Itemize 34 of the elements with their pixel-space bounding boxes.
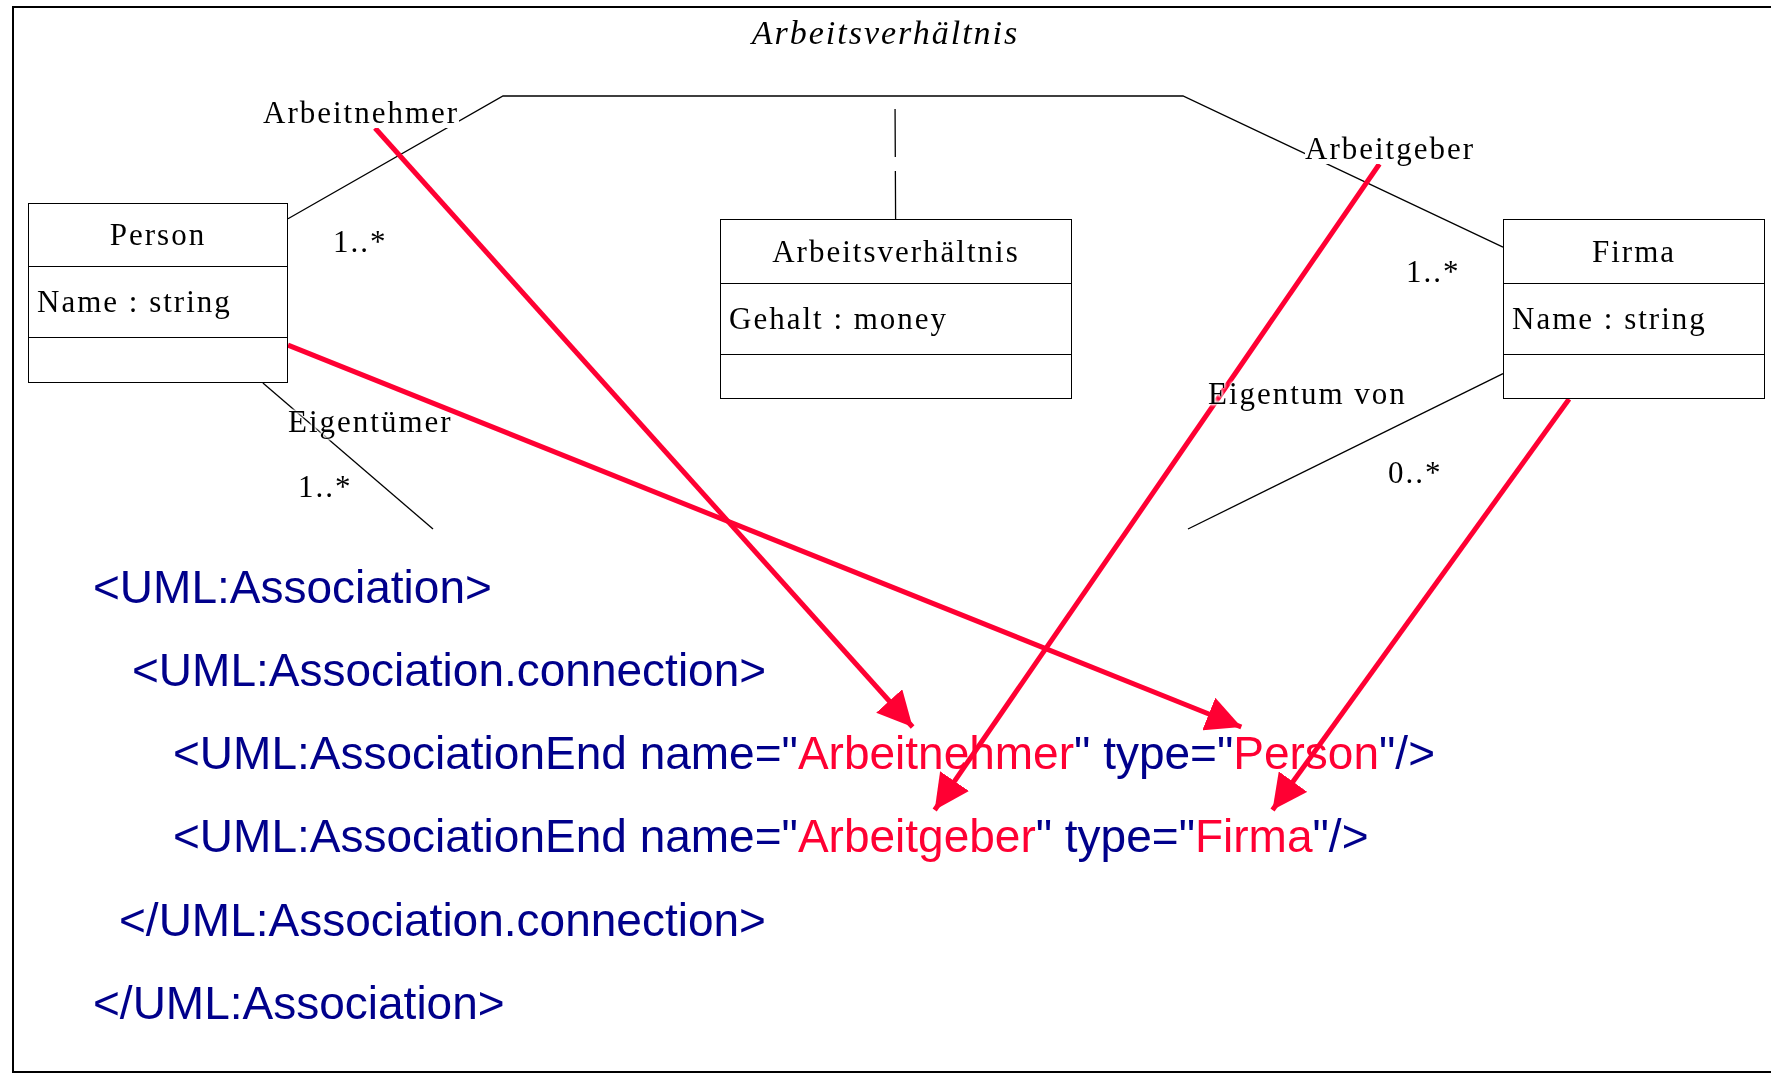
diagram-title: Arbeitsverhältnis (749, 14, 1021, 52)
multiplicity-label: 1..* (298, 471, 353, 502)
class-name: Arbeitsverhältnis (772, 233, 1020, 270)
arrow (287, 342, 1243, 731)
code-text: <UML:AssociationEnd name=" (173, 810, 798, 862)
arrow (932, 162, 1382, 812)
code-text: </UML:Association> (93, 977, 505, 1029)
code-text: Firma (1194, 810, 1313, 862)
association-line (1187, 372, 1504, 530)
code-text: </UML:Association.connection> (119, 894, 766, 946)
class-box (720, 219, 1072, 399)
class-name: Person (109, 217, 207, 253)
attribute-text: Name : string (1512, 301, 1707, 337)
attribute-text: Name : string (37, 284, 232, 320)
multiplicity-label: 0..* (1388, 457, 1443, 488)
role-name: Arbeitnehmer (263, 97, 460, 128)
arrow (373, 126, 915, 729)
code-text: " type=" (1074, 727, 1234, 779)
code-text: <UML:AssociationEnd name=" (173, 727, 798, 779)
code-text: <UML:Association.connection> (132, 644, 767, 696)
code-text: <UML:Association> (93, 561, 492, 613)
class-box (28, 203, 288, 383)
association-line (287, 95, 1504, 248)
code-text: "/> (1379, 727, 1435, 779)
code-text: "/> (1312, 810, 1369, 862)
code-text: Arbeitgeber (797, 810, 1036, 862)
role-name: Arbeitgeber (1305, 133, 1476, 164)
arrow (1270, 397, 1572, 812)
code-text: " type=" (1035, 810, 1195, 862)
multiplicity-label: 1..* (1406, 256, 1461, 287)
class-name: Firma (1591, 233, 1677, 270)
class-box (1503, 219, 1765, 399)
multiplicity-label: 1..* (333, 226, 388, 257)
attribute-text: Gehalt : money (729, 301, 949, 337)
